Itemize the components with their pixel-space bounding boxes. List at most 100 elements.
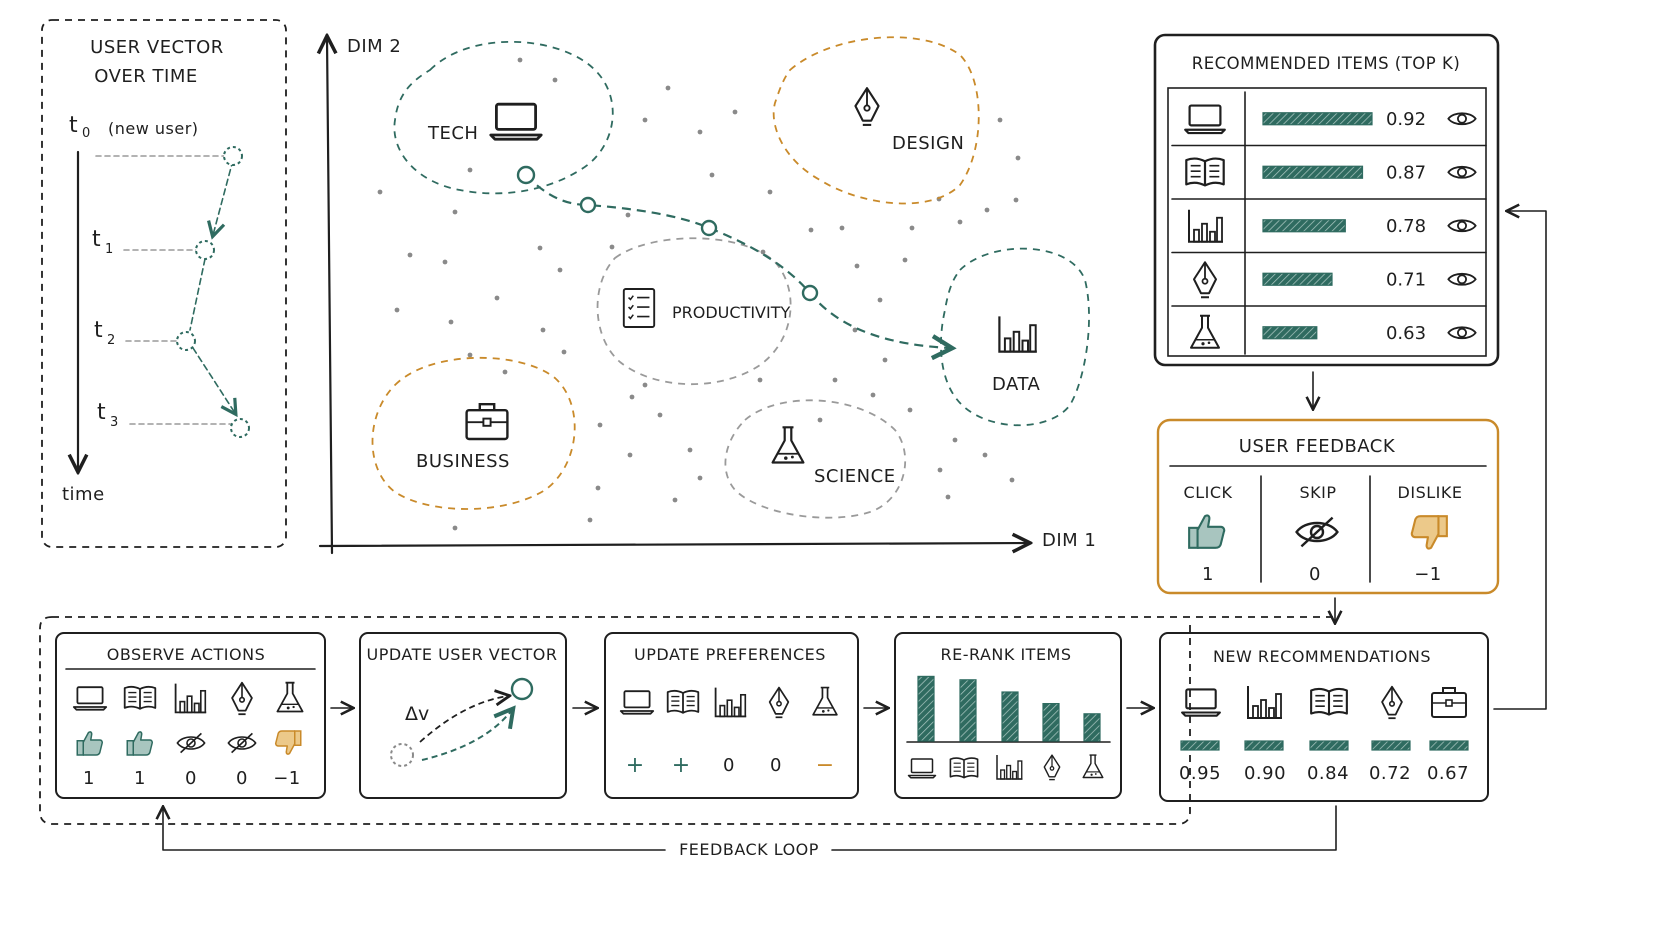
thumbs-down-icon bbox=[1410, 515, 1448, 550]
scatter-point bbox=[467, 167, 473, 173]
click-label: CLICK bbox=[1184, 483, 1233, 502]
feedback-title: USER FEEDBACK bbox=[1239, 436, 1396, 457]
scatter-point bbox=[1013, 197, 1019, 203]
book-icon bbox=[949, 757, 979, 779]
scatter-point bbox=[882, 357, 888, 363]
book-icon bbox=[123, 685, 157, 710]
new-rec-bar bbox=[1371, 740, 1411, 751]
vector-t2-node bbox=[176, 331, 196, 351]
scatter-point bbox=[957, 219, 963, 225]
old-vector-node bbox=[390, 743, 414, 767]
delta-v-label: Δv bbox=[405, 703, 429, 725]
checklist-icon bbox=[622, 288, 656, 328]
pen-nib-icon bbox=[768, 686, 790, 719]
dim1-label: DIM 1 bbox=[1042, 530, 1096, 551]
timeline-step-1 bbox=[213, 159, 234, 235]
scatter-point bbox=[697, 475, 703, 481]
eye-icon[interactable] bbox=[1447, 272, 1477, 286]
scatter-point bbox=[808, 227, 814, 233]
scatter-point bbox=[1009, 477, 1015, 483]
bar-chart-icon bbox=[997, 314, 1039, 354]
t1-subscript: 1 bbox=[105, 242, 113, 257]
t3-label: t bbox=[97, 400, 106, 425]
observe-actions-box bbox=[55, 632, 326, 799]
dislike-value: −1 bbox=[1414, 564, 1442, 585]
scatter-point bbox=[902, 257, 908, 263]
vector-update-arrow-1 bbox=[419, 696, 508, 743]
recommended-score-bar bbox=[1262, 165, 1364, 179]
eye-slash-icon bbox=[227, 732, 257, 754]
scatter-point bbox=[597, 422, 603, 428]
new-rec-score: 0.67 bbox=[1427, 763, 1469, 784]
vector-t1-node bbox=[195, 240, 215, 260]
pen-nib-icon bbox=[231, 681, 253, 716]
bar-chart-icon bbox=[1187, 208, 1225, 243]
pref-sign: − bbox=[816, 753, 834, 778]
flask-icon bbox=[812, 686, 838, 716]
scatter-point bbox=[665, 85, 671, 91]
recommended-title: RECOMMENDED ITEMS (TOP K) bbox=[1192, 54, 1461, 73]
eye-icon[interactable] bbox=[1447, 326, 1477, 340]
briefcase-icon bbox=[465, 402, 509, 441]
scatter-point bbox=[377, 189, 383, 195]
scatter-point bbox=[394, 307, 400, 313]
recommended-table bbox=[1167, 87, 1487, 357]
pen-nib-icon bbox=[1381, 685, 1403, 720]
new-rec-score: 0.72 bbox=[1369, 763, 1411, 784]
recommended-score: 0.63 bbox=[1386, 323, 1426, 344]
vector-t0-node bbox=[223, 146, 243, 166]
dislike-label: DISLIKE bbox=[1398, 483, 1463, 502]
flask-icon bbox=[771, 425, 805, 464]
new-recs-title: NEW RECOMMENDATIONS bbox=[1213, 647, 1431, 666]
recommended-score: 0.92 bbox=[1386, 109, 1426, 130]
observe-value: 0 bbox=[185, 768, 197, 789]
rerank-bar bbox=[917, 675, 935, 742]
book-icon bbox=[1310, 687, 1348, 716]
rerank-box bbox=[894, 632, 1122, 799]
rerank-bar bbox=[1083, 713, 1101, 742]
scatter-point bbox=[997, 117, 1003, 123]
scatter-point bbox=[587, 517, 593, 523]
flask-icon bbox=[276, 681, 304, 713]
scatter-point bbox=[732, 109, 738, 115]
t0-note: (new user) bbox=[108, 119, 199, 138]
eye-icon[interactable] bbox=[1447, 219, 1477, 233]
observe-actions-title: OBSERVE ACTIONS bbox=[107, 645, 265, 664]
scatter-point bbox=[448, 319, 454, 325]
scatter-point bbox=[442, 259, 448, 265]
recommended-score: 0.71 bbox=[1386, 269, 1426, 290]
observe-value: 1 bbox=[83, 768, 95, 789]
thumbs-up-icon bbox=[126, 731, 154, 756]
eye-icon[interactable] bbox=[1447, 112, 1477, 126]
scatter-point bbox=[854, 263, 860, 269]
t0-subscript: 0 bbox=[82, 126, 90, 141]
laptop-icon bbox=[1181, 688, 1221, 717]
scatter-point bbox=[852, 327, 858, 333]
cluster-data-label: DATA bbox=[992, 374, 1041, 395]
pen-nib-icon bbox=[1043, 754, 1061, 781]
recommended-score: 0.78 bbox=[1386, 216, 1426, 237]
scatter-point bbox=[839, 225, 845, 231]
rerank-bar bbox=[1001, 691, 1019, 742]
scatter-point bbox=[642, 117, 648, 123]
timeline-step-2 bbox=[189, 258, 206, 331]
pen-nib-icon bbox=[1192, 261, 1218, 299]
scatter-point bbox=[540, 327, 546, 333]
scatter-point bbox=[945, 494, 951, 500]
scatter-point bbox=[937, 467, 943, 473]
eye-icon[interactable] bbox=[1447, 165, 1477, 179]
scatter-point bbox=[407, 252, 413, 258]
trajectory-node-1 bbox=[579, 196, 597, 214]
update-vector-title: UPDATE USER VECTOR bbox=[367, 645, 558, 664]
embedding-space: DIM 2 DIM 1 TECH DESIGN PRODUCTIVITY DAT… bbox=[320, 36, 1096, 555]
thumbs-up-icon bbox=[76, 731, 104, 756]
new-recs-to-recommended-arrow bbox=[1493, 211, 1547, 710]
recommended-score-bar bbox=[1262, 326, 1318, 340]
scatter-point bbox=[687, 447, 693, 453]
scatter-point bbox=[642, 382, 648, 388]
pref-sign: + bbox=[672, 753, 690, 778]
timeline-panel: USER VECTOR OVER TIME t 0 (new user) t 1… bbox=[41, 19, 287, 548]
t2-label: t bbox=[94, 318, 103, 343]
t1-label: t bbox=[92, 227, 101, 252]
